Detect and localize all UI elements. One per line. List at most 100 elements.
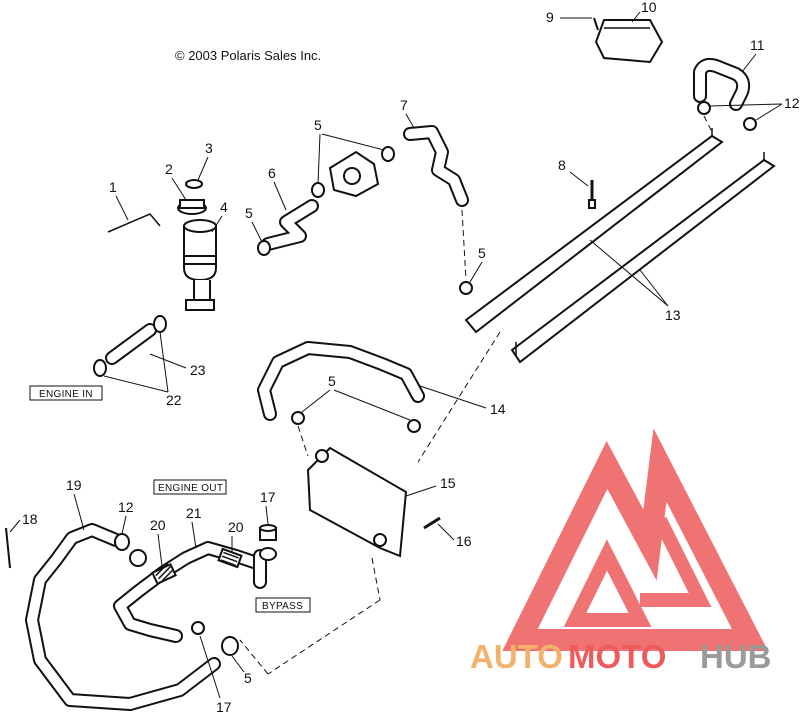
- part-13-rail-lower: [510, 152, 776, 364]
- leader-17-bottom: [199, 635, 221, 699]
- leader-16: [437, 523, 455, 541]
- part-12-clamp-a: [697, 101, 711, 115]
- leader-1: [115, 195, 129, 221]
- callout-15: 15: [440, 475, 456, 491]
- leader-5-left: [251, 221, 263, 243]
- leader-22a: [159, 331, 169, 393]
- leader-3: [197, 156, 209, 181]
- callout-5-left: 5: [245, 205, 253, 221]
- callout-9: 9: [546, 9, 554, 25]
- part-12-clamp-b: [743, 117, 757, 131]
- part-9-screw: [593, 17, 599, 31]
- part-11-hose: [693, 57, 751, 111]
- part-1-hex-key: [107, 213, 161, 233]
- part-22-clamp-b: [93, 359, 107, 377]
- part-12-sleeve: [129, 549, 147, 567]
- callout-19: 19: [66, 477, 82, 493]
- part-19-hose: [25, 523, 221, 711]
- part-5-clamp-14a: [291, 411, 305, 425]
- leader-12a: [709, 103, 783, 107]
- watermark-moto: MOTO: [568, 638, 666, 675]
- dash-14-15: [297, 425, 309, 457]
- part-5-clamp-left: [257, 240, 271, 256]
- leader-19: [73, 493, 85, 531]
- dash-7: [461, 209, 467, 281]
- part-5-clamp-14b: [407, 419, 421, 433]
- callout-5-top: 5: [314, 117, 322, 133]
- leader-5-top-b: [321, 133, 385, 151]
- dash-connect-13-14: [417, 331, 501, 463]
- leader-2: [171, 177, 187, 201]
- callout-8: 8: [558, 157, 566, 173]
- callout-5-mid: 5: [328, 373, 336, 389]
- leader-7: [405, 113, 415, 129]
- watermark-text: AUTO MOTO HUB: [470, 638, 772, 675]
- part-5-clamp-bottom: [221, 636, 239, 656]
- part-17-cap-top: [259, 524, 277, 541]
- leader-23: [149, 353, 187, 369]
- part-4-coolant-reservoir: [183, 219, 217, 311]
- callout-20-left: 20: [150, 517, 166, 533]
- part-15-exchanger: [306, 446, 408, 558]
- callout-1: 1: [109, 179, 117, 195]
- callout-16: 16: [456, 533, 472, 549]
- part-13-rail-upper: [464, 128, 724, 334]
- callout-2: 2: [165, 161, 173, 177]
- part-16-fitting: [423, 516, 441, 530]
- part-2-cap: [177, 199, 207, 215]
- callout-12-lower: 12: [118, 499, 134, 515]
- leader-13a: [589, 239, 669, 307]
- leader-15: [405, 485, 437, 497]
- callout-13: 13: [665, 307, 681, 323]
- part-8-bolt: [588, 180, 596, 209]
- callout-10: 10: [641, 0, 657, 15]
- leader-21: [191, 521, 197, 549]
- part-7-hose: [403, 125, 469, 207]
- callout-20-right: 20: [228, 519, 244, 535]
- leader-12-lower: [121, 515, 127, 535]
- callout-4: 4: [220, 199, 228, 215]
- part-6-hose: [261, 199, 319, 251]
- leader-5-right: [469, 261, 483, 283]
- watermark-hub: HUB: [700, 638, 772, 675]
- leader-5-top-a: [317, 133, 321, 185]
- callout-17-bottom: 17: [216, 699, 232, 715]
- callout-21: 21: [186, 505, 202, 521]
- callout-5-right: 5: [478, 245, 486, 261]
- svg-text:BYPASS: BYPASS: [262, 601, 303, 612]
- thermostat-housing: [311, 146, 395, 198]
- part-bypass-fitting: [253, 547, 277, 589]
- leader-18: [9, 519, 21, 533]
- dash-15-5c: [239, 639, 269, 675]
- callout-7: 7: [400, 97, 408, 113]
- leader-4: [211, 215, 223, 233]
- engine-in-label: ENGINE IN: [29, 385, 103, 401]
- leader-10: [631, 11, 641, 23]
- dash-12: [703, 115, 713, 133]
- callout-23: 23: [190, 362, 206, 378]
- watermark-auto: AUTO: [470, 638, 563, 675]
- leader-6: [273, 181, 287, 211]
- part-23-hose: [105, 323, 157, 365]
- engine-out-label: ENGINE OUT: [153, 479, 227, 495]
- leader-22b: [103, 375, 169, 393]
- callout-22: 22: [166, 392, 182, 408]
- leader-5-bottom: [231, 655, 245, 673]
- part-12-clamp-lower: [114, 533, 130, 551]
- leader-5-mid-b: [333, 389, 411, 421]
- part-22-clamp-a: [153, 315, 167, 333]
- callout-11: 11: [750, 37, 765, 53]
- dash-15-5b: [267, 599, 381, 675]
- part-5-clamp-right: [459, 281, 473, 295]
- svg-text:ENGINE IN: ENGINE IN: [39, 389, 93, 400]
- leader-5-mid-a: [301, 389, 331, 413]
- callout-18: 18: [22, 511, 38, 527]
- callout-14: 14: [490, 401, 506, 417]
- callout-3: 3: [205, 140, 213, 156]
- leader-13b: [639, 269, 669, 307]
- leader-12b: [755, 103, 783, 121]
- leader-20-left: [157, 533, 163, 567]
- callout-17-top: 17: [260, 489, 276, 505]
- leader-11: [741, 53, 757, 73]
